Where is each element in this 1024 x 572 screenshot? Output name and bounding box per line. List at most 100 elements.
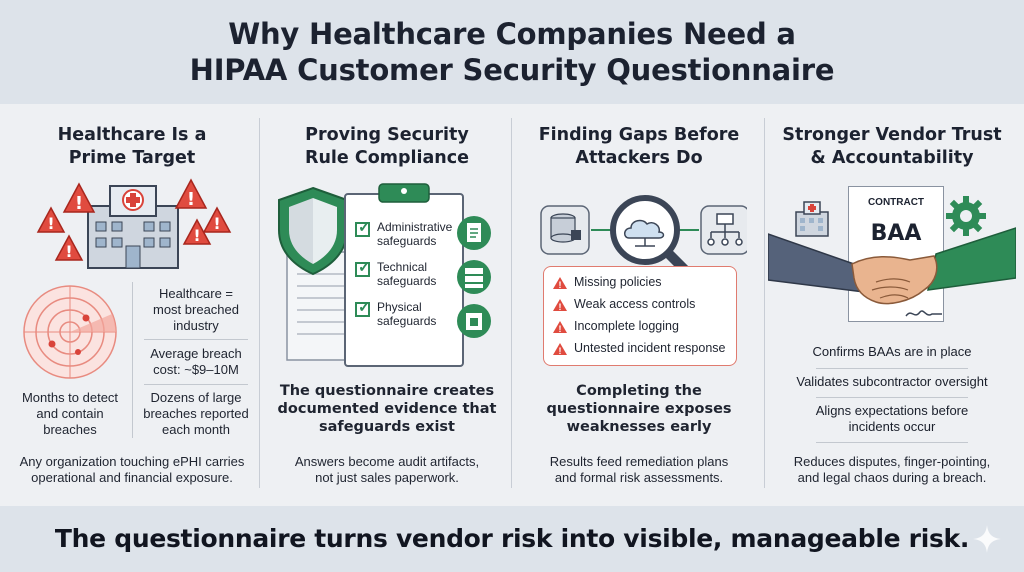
panel-footer-text: Results feed remediation plans and forma… bbox=[515, 454, 763, 486]
panel-title-line-2: Prime Target bbox=[68, 148, 196, 168]
checkmark-icon: ✓ bbox=[355, 299, 371, 317]
bottom-banner: The questionnaire turns vendor risk into… bbox=[0, 506, 1024, 572]
svg-text:!: ! bbox=[193, 226, 200, 245]
gap-label: Weak access controls bbox=[574, 297, 696, 311]
key-line: questionnaire exposes bbox=[546, 401, 732, 417]
check-line: safeguards bbox=[377, 274, 437, 288]
gear-icon bbox=[946, 196, 986, 236]
banner-text: The questionnaire turns vendor risk into… bbox=[54, 524, 970, 553]
point-line: Validates subcontractor oversight bbox=[796, 374, 988, 389]
point-line: Aligns expectations before bbox=[815, 403, 969, 418]
hospital-icon bbox=[795, 201, 829, 237]
point-separator bbox=[816, 368, 968, 369]
stat-line: Healthcare = bbox=[158, 286, 234, 301]
footer-line: Answers become audit artifacts, bbox=[294, 454, 480, 469]
radar-icon bbox=[23, 285, 117, 379]
checkmark-icon: ✓ bbox=[355, 259, 371, 277]
warning-icon: ! bbox=[182, 218, 212, 245]
server-icon bbox=[457, 260, 491, 294]
check-label: Administrative safeguards bbox=[377, 220, 477, 248]
contract-title: BAA bbox=[870, 221, 922, 246]
point-line: incidents occur bbox=[848, 419, 936, 434]
clipboard-icon bbox=[344, 183, 464, 367]
gap-item: ! Untested incident response bbox=[552, 341, 725, 356]
footer-line: Reduces disputes, finger-pointing, bbox=[793, 454, 991, 469]
panel-title-line-1: Healthcare Is a bbox=[57, 125, 207, 145]
column-divider bbox=[511, 118, 512, 488]
point-expectations: Aligns expectations before incidents occ… bbox=[768, 403, 1016, 435]
panel-title-line-2: & Accountability bbox=[810, 148, 974, 168]
warning-icon: ! bbox=[553, 298, 567, 312]
column-divider bbox=[259, 118, 260, 488]
stat-line: most breached bbox=[153, 302, 239, 317]
point-line: Confirms BAAs are in place bbox=[812, 344, 972, 359]
stat-line: each month bbox=[162, 422, 230, 437]
check-line: Technical bbox=[377, 260, 428, 274]
page-title: Why Healthcare Companies Need a HIPAA Cu… bbox=[0, 0, 1024, 88]
footer-line: not just sales paperwork. bbox=[315, 470, 459, 485]
key-line: safeguards exist bbox=[319, 419, 455, 435]
panel-footer-text: Any organization touching ePHI carries o… bbox=[8, 454, 256, 486]
key-line: Completing the bbox=[576, 383, 702, 399]
point-subcontractor: Validates subcontractor oversight bbox=[768, 374, 1016, 390]
panel-footer-text: Answers become audit artifacts, not just… bbox=[263, 454, 511, 486]
gap-label: Missing policies bbox=[574, 275, 662, 289]
panel-title-line-2: Attackers Do bbox=[575, 148, 703, 168]
warning-icon: ! bbox=[36, 206, 66, 233]
panel-key-point: Completing the questionnaire exposes wea… bbox=[515, 382, 763, 436]
check-label: Technical safeguards bbox=[377, 260, 477, 288]
gap-label: Untested incident response bbox=[574, 341, 726, 355]
column-divider bbox=[764, 118, 765, 488]
caption-line: breaches bbox=[43, 422, 97, 437]
gap-list: !Missing policies !Weak access controls … bbox=[543, 266, 737, 366]
stat-line: industry bbox=[173, 318, 219, 333]
svg-text:!: ! bbox=[65, 242, 72, 261]
footer-line: Results feed remediation plans bbox=[549, 454, 729, 469]
panel-finding-gaps: Finding Gaps Before Attackers Do !Missin… bbox=[515, 114, 763, 494]
check-line: safeguards bbox=[377, 234, 437, 248]
svg-text:!: ! bbox=[559, 280, 562, 290]
panel-vendor-trust: Stronger Vendor Trust & Accountability C… bbox=[768, 114, 1016, 494]
footer-line: operational and financial exposure. bbox=[31, 470, 233, 485]
warning-icon: ! bbox=[174, 178, 208, 210]
checkmark-icon: ✓ bbox=[355, 219, 371, 237]
gap-label: Incomplete logging bbox=[574, 319, 679, 333]
svg-text:!: ! bbox=[47, 214, 54, 233]
panel-title-line-1: Proving Security bbox=[305, 125, 469, 145]
warning-icon: ! bbox=[553, 276, 567, 290]
footer-line: and formal risk assessments. bbox=[554, 470, 724, 485]
panel-prime-target: Healthcare Is a Prime Target ! ! ! ! ! !… bbox=[8, 114, 256, 494]
stat-breach-cost: Average breach cost: ~$9–10M bbox=[136, 346, 256, 378]
gap-item: ! Missing policies bbox=[552, 275, 662, 290]
svg-text:!: ! bbox=[559, 302, 562, 312]
point-separator bbox=[816, 397, 968, 398]
warning-icon: ! bbox=[202, 206, 232, 233]
key-line: The questionnaire creates bbox=[279, 383, 495, 399]
footer-line: and legal chaos during a breach. bbox=[797, 470, 987, 485]
caption-line: Months to detect bbox=[21, 390, 119, 405]
stat-line: cost: ~$9–10M bbox=[153, 362, 239, 377]
warning-icon: ! bbox=[553, 320, 567, 334]
panel-title: Stronger Vendor Trust & Accountability bbox=[768, 124, 1016, 170]
signature-icon bbox=[905, 310, 942, 317]
panel-title-line-1: Stronger Vendor Trust bbox=[782, 125, 1002, 145]
check-label: Physical safeguards bbox=[377, 300, 477, 328]
panel-key-point: The questionnaire creates documented evi… bbox=[263, 382, 511, 436]
stat-line: Average breach bbox=[150, 346, 242, 361]
key-line: weaknesses early bbox=[566, 419, 712, 435]
warning-icon: ! bbox=[553, 342, 567, 356]
page-header: Why Healthcare Companies Need a HIPAA Cu… bbox=[0, 0, 1024, 104]
svg-text:!: ! bbox=[559, 324, 562, 334]
contract-label: CONTRACT bbox=[867, 197, 925, 208]
check-line: Physical bbox=[377, 300, 422, 314]
panel-title-line-2: Rule Compliance bbox=[304, 148, 470, 168]
point-baa: Confirms BAAs are in place bbox=[768, 344, 1016, 360]
lock-icon bbox=[457, 304, 491, 338]
panel-title: Proving Security Rule Compliance bbox=[263, 124, 511, 170]
panel-footer-text: Reduces disputes, finger-pointing, and l… bbox=[768, 454, 1016, 486]
warning-icon: ! bbox=[62, 182, 96, 214]
gap-item: ! Weak access controls bbox=[552, 297, 695, 312]
document-icon bbox=[457, 216, 491, 250]
footer-line: Any organization touching ePHI carries bbox=[19, 454, 245, 469]
stat-separator bbox=[144, 384, 248, 385]
